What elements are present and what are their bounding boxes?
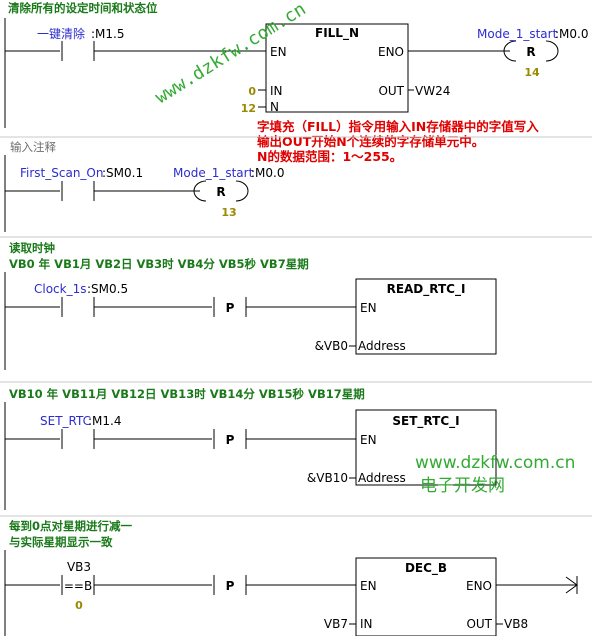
coil-2-address: :M0.0 — [251, 166, 284, 180]
contact-m1-5[interactable] — [61, 41, 95, 61]
coil-2-type: R — [216, 185, 225, 199]
network-5-comment-1: 每到0点对星期进行减一 — [9, 519, 133, 533]
watermark-site-name: 电子开发网 — [420, 476, 505, 496]
network-3-comment-2: VB0 年 VB1月 VB2日 VB3时 VB4分 VB5秒 VB7星期 — [9, 257, 309, 271]
read-rtc-en: EN — [360, 301, 377, 315]
dec-b-title: DEC_B — [405, 561, 447, 576]
watermark-site: www.dzkfw.com.cn — [415, 453, 575, 473]
read-rtc-block[interactable] — [355, 278, 497, 355]
set-rtc-param-value: &VB10 — [307, 471, 348, 485]
read-rtc-title: READ_RTC_I — [387, 282, 466, 297]
fill-n-in: IN — [270, 84, 283, 98]
positive-edge-4[interactable]: P — [213, 429, 247, 449]
contact-sm0-5-address: :SM0.5 — [87, 282, 128, 296]
fill-n-title: FILL_N — [315, 26, 359, 41]
set-rtc-param: Address — [358, 471, 406, 485]
network-5[interactable]: 每到0点对星期进行减一 与实际星期显示一致 VB3 ==B 0 P DEC_B … — [4, 519, 578, 637]
coil-reset-m0-0[interactable]: R — [503, 40, 559, 62]
coil-2-symbol: Mode_1_start — [173, 166, 254, 180]
read-rtc-param-value: &VB0 — [315, 339, 348, 353]
contact-sm0-5[interactable] — [61, 297, 95, 317]
contact-sm0-1-symbol: First_Scan_On — [20, 166, 103, 180]
coil-1-address: :M0.0 — [555, 27, 588, 41]
network-3-comment-1: 读取时钟 — [9, 241, 55, 255]
edge-4-label: P — [226, 433, 235, 447]
fill-note-line-3: N的数据范围：1～255。 — [257, 149, 402, 164]
set-rtc-title: SET_RTC_I — [392, 414, 459, 429]
dec-b-out-value: VB8 — [504, 617, 528, 631]
contact-sm0-5-symbol: Clock_1s — [34, 282, 87, 296]
network-4[interactable]: VB10 年 VB11月 VB12日 VB13时 VB14分 VB15秒 VB1… — [4, 387, 497, 510]
contact-sm0-1[interactable] — [61, 181, 95, 201]
network-1-comment: 清除所有的设定时间和状态位 — [8, 1, 158, 15]
coil-1-type: R — [526, 45, 535, 59]
network-1[interactable]: 清除所有的设定时间和状态位 一键清除 :M1.5 FILL_N EN ENO I… — [4, 1, 588, 164]
network-4-comment: VB10 年 VB11月 VB12日 VB13时 VB14分 VB15秒 VB1… — [9, 387, 365, 401]
fill-n-en: EN — [270, 45, 287, 59]
edge-5-label: P — [226, 579, 235, 593]
network-2-comment: 输入注释 — [10, 140, 56, 154]
contact-sm0-1-address: :SM0.1 — [102, 166, 143, 180]
read-rtc-param: Address — [358, 339, 406, 353]
set-rtc-en: EN — [360, 433, 377, 447]
fill-n-out: OUT — [378, 84, 404, 98]
dec-b-in-value: VB7 — [324, 617, 348, 631]
contact-m1-4-address: :M1.4 — [88, 414, 121, 428]
fill-n-in-value: 0 — [248, 85, 256, 98]
network-2[interactable]: 输入注释 First_Scan_On :SM0.1 R Mode_1_start… — [4, 140, 284, 232]
coil-1-count: 14 — [524, 66, 540, 79]
dec-b-out: OUT — [466, 617, 492, 631]
dec-b-en: EN — [360, 579, 377, 593]
contact-m1-5-symbol: 一键清除 — [37, 26, 85, 41]
fill-n-eno: ENO — [378, 45, 404, 59]
positive-edge-3[interactable]: P — [213, 297, 247, 317]
fill-n-n: N — [270, 100, 279, 114]
dec-b-eno: ENO — [466, 579, 492, 593]
coil-reset-m0-0-2[interactable]: R — [193, 180, 249, 202]
fill-n-block[interactable] — [265, 23, 409, 113]
compare-operand-2: 0 — [75, 599, 83, 612]
contact-m1-5-address: :M1.5 — [91, 27, 124, 41]
set-rtc-block[interactable] — [355, 409, 497, 486]
contact-m1-4[interactable] — [61, 429, 95, 449]
fill-note-line-1: 字填充（FILL）指令用输入IN存储器中的字值写入 — [257, 119, 539, 134]
compare-op: ==B — [64, 579, 92, 593]
fill-n-n-value: 12 — [241, 102, 256, 115]
network-3[interactable]: 读取时钟 VB0 年 VB1月 VB2日 VB3时 VB4分 VB5秒 VB7星… — [4, 241, 497, 370]
coil-2-count: 13 — [221, 206, 236, 219]
fill-note-line-2: 输出OUT开始N个连续的字存储单元中。 — [257, 134, 484, 149]
network-5-comment-2: 与实际星期显示一致 — [9, 535, 113, 549]
contact-m1-4-symbol: SET_RTC — [40, 414, 91, 428]
positive-edge-5[interactable]: P — [213, 575, 247, 595]
compare-operand-1: VB3 — [67, 560, 91, 574]
dec-b-in: IN — [360, 617, 373, 631]
fill-n-out-value: VW24 — [415, 84, 450, 98]
coil-1-symbol: Mode_1_start — [477, 27, 558, 41]
edge-3-label: P — [226, 301, 235, 315]
compare-contact[interactable]: ==B — [61, 575, 95, 595]
